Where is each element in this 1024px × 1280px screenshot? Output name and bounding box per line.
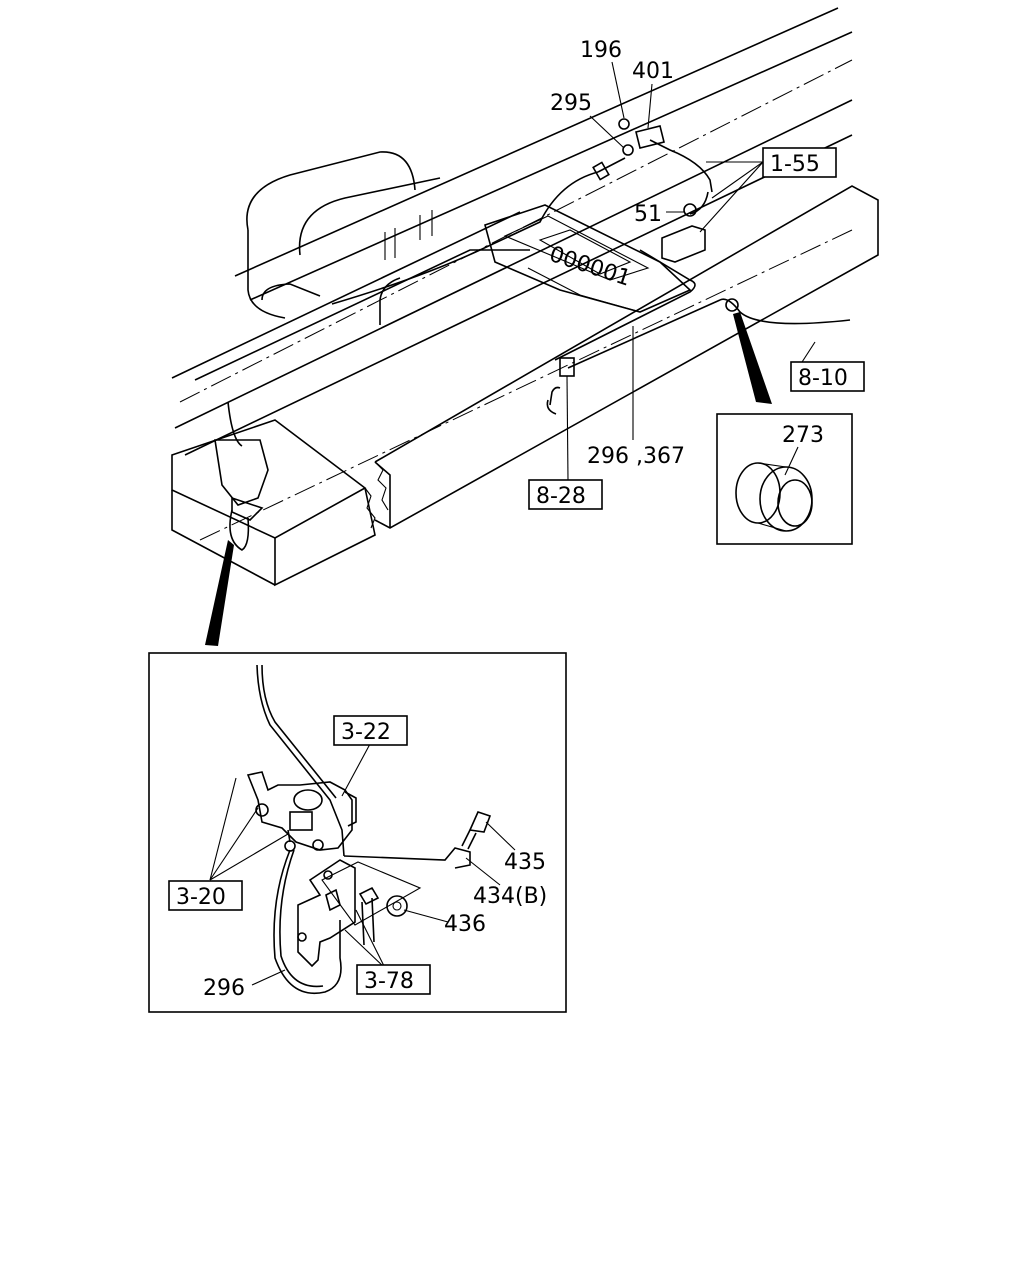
ref-box-8-10: 8-10: [790, 361, 865, 392]
ref-box-1-55: 1-55: [762, 147, 837, 178]
callout-434b: 434(B): [473, 884, 547, 909]
ref-box-8-28: 8-28: [528, 479, 603, 510]
ref-label-8-28: 8-28: [536, 484, 586, 509]
detail-pointer-273: [733, 312, 772, 404]
part-401-fitting: [635, 125, 665, 149]
ref-box-3-22: 3-22: [333, 715, 408, 746]
callout-196: 196: [580, 38, 622, 63]
lsv-valve-body: [246, 771, 353, 851]
callout-296-367: 296 ,367: [587, 444, 685, 469]
ref-label-8-10: 8-10: [798, 366, 848, 391]
callout-296: 296: [203, 976, 245, 1001]
callout-295: 295: [550, 91, 592, 116]
valve-bracket: [297, 859, 356, 968]
part-295-fitting: [622, 144, 634, 156]
ref-label-3-20: 3-20: [176, 885, 226, 910]
lsv-valve-mini: [214, 439, 269, 506]
leader-lines-main: [205, 61, 816, 646]
part-196-nut: [618, 118, 630, 130]
ref-box-3-20: 3-20: [168, 880, 243, 911]
ref-label-3-22: 3-22: [341, 720, 391, 745]
ref-label-1-55: 1-55: [770, 152, 820, 177]
detail-box-valve: [148, 652, 567, 1013]
sensor-connector: [661, 225, 706, 263]
speedometer-cable: [214, 118, 851, 551]
grommet-273-installed: [725, 298, 739, 312]
fuel-tank: [246, 151, 441, 319]
ref-label-3-78: 3-78: [364, 969, 414, 994]
callout-273: 273: [782, 423, 824, 448]
detail-box-273: [716, 413, 853, 545]
ref-box-3-78: 3-78: [356, 964, 431, 995]
callout-436: 436: [444, 912, 486, 937]
detail-pointer-valve: [205, 540, 234, 646]
part-51-ring: [683, 203, 697, 217]
callout-401: 401: [632, 59, 674, 84]
callout-435: 435: [504, 850, 546, 875]
callout-51: 51: [634, 202, 662, 227]
frame-rails: [171, 7, 879, 587]
